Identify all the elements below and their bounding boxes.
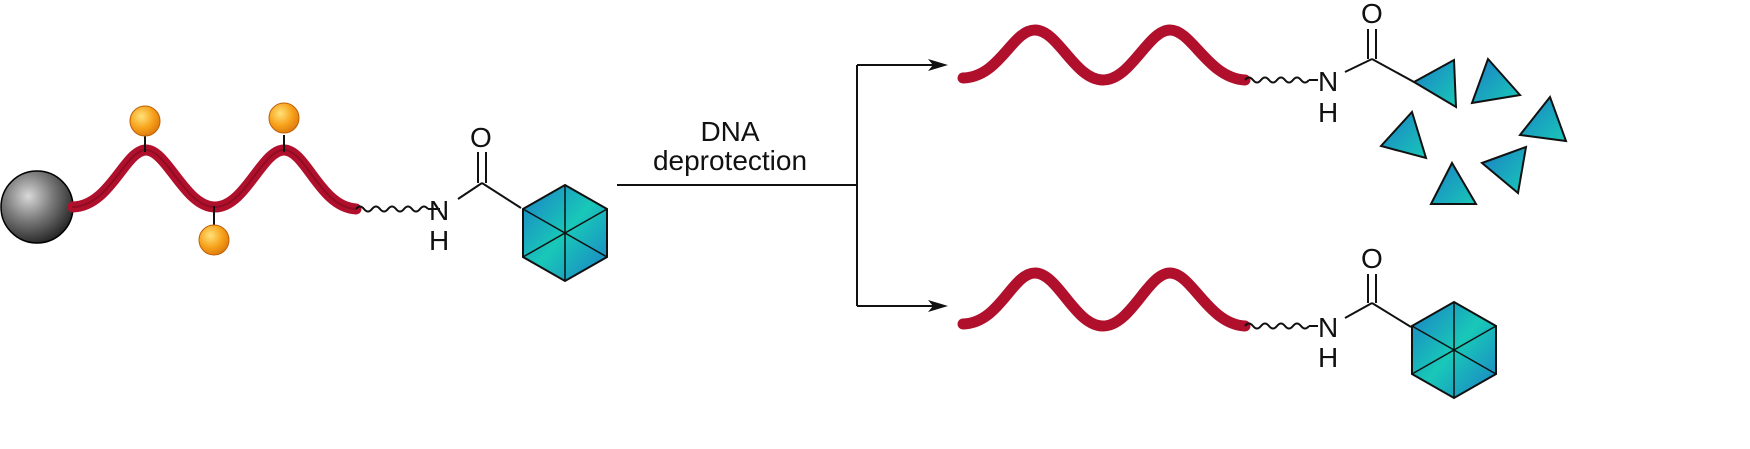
triangle-fragment-icon [1379,110,1428,160]
linker-wavy-bond [1244,76,1310,84]
reaction-arrow [617,59,948,312]
nitrogen-atom-label: N [1318,312,1338,343]
deprotected-dna-strand [957,24,1251,86]
linker-wavy-bond [1244,322,1310,330]
hydrogen-atom-label: H [1318,342,1338,373]
hexagon-building-block-icon [522,183,608,283]
starting-material: N H O [0,102,608,283]
nitrogen-atom-label: N [429,195,449,226]
linker-wavy-bond [355,205,429,213]
protecting-group-sphere-icon [268,102,300,134]
hydrogen-atom-label: H [1318,97,1338,128]
triangle-fragment-icon [1411,58,1458,109]
triangle-fragment-icon [1518,94,1568,143]
triangle-fragment-icon [1480,145,1528,195]
reaction-condition-deprotection: deprotection [653,145,807,176]
reaction-condition-dna: DNA [700,116,759,147]
triangle-fragment-icon [1470,57,1522,105]
hydrogen-atom-label: H [429,225,449,256]
oxygen-atom-label: O [470,122,492,153]
product-degraded: N H O [957,0,1568,205]
arrowhead-lower [928,300,948,312]
nitrogen-atom-label: N [1318,66,1338,97]
hexagon-building-block-icon [1411,300,1497,400]
oxygen-atom-label: O [1361,0,1383,29]
arrowhead-upper [928,59,948,71]
protecting-group-sphere-icon [129,105,161,137]
oxygen-atom-label: O [1361,243,1383,274]
deprotected-dna-strand [957,267,1251,332]
product-intact: N H O [957,243,1497,400]
triangle-fragment-icon [1429,160,1478,205]
solid-support-bead-icon [0,170,74,244]
protecting-group-sphere-icon [198,224,230,256]
